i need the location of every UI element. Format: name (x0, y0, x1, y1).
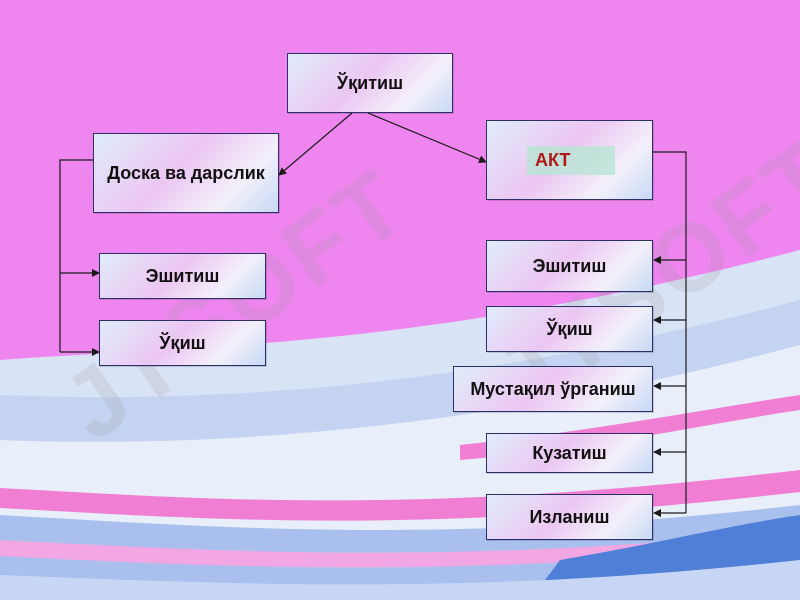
node-right-child-label: Кузатиш (532, 442, 607, 463)
node-akt: АКТ (486, 120, 653, 200)
node-right-child: Кузатиш (486, 433, 653, 473)
node-right-child: Ўқиш (486, 306, 653, 352)
node-left-child: Ўқиш (99, 320, 266, 366)
node-left-child-label: Ўқиш (159, 332, 206, 353)
node-right-child: Мустақил ўрганиш (453, 366, 653, 412)
node-right-child-label: Мустақил ўрганиш (470, 378, 636, 399)
node-board-and-textbook-label: Доска ва дарслик (107, 162, 265, 183)
node-board-and-textbook: Доска ва дарслик (93, 133, 279, 213)
node-right-child: Эшитиш (486, 240, 653, 292)
node-root: Ўқитиш (287, 53, 453, 113)
node-akt-label: АКТ (527, 145, 616, 175)
node-right-child-label: Ўқиш (546, 318, 593, 339)
node-right-child-label: Эшитиш (532, 255, 607, 276)
node-left-child: Эшитиш (99, 253, 266, 299)
node-right-child-label: Изланиш (529, 506, 610, 527)
node-root-label: Ўқитиш (336, 72, 404, 93)
node-right-child: Изланиш (486, 494, 653, 540)
node-left-child-label: Эшитиш (145, 265, 220, 286)
